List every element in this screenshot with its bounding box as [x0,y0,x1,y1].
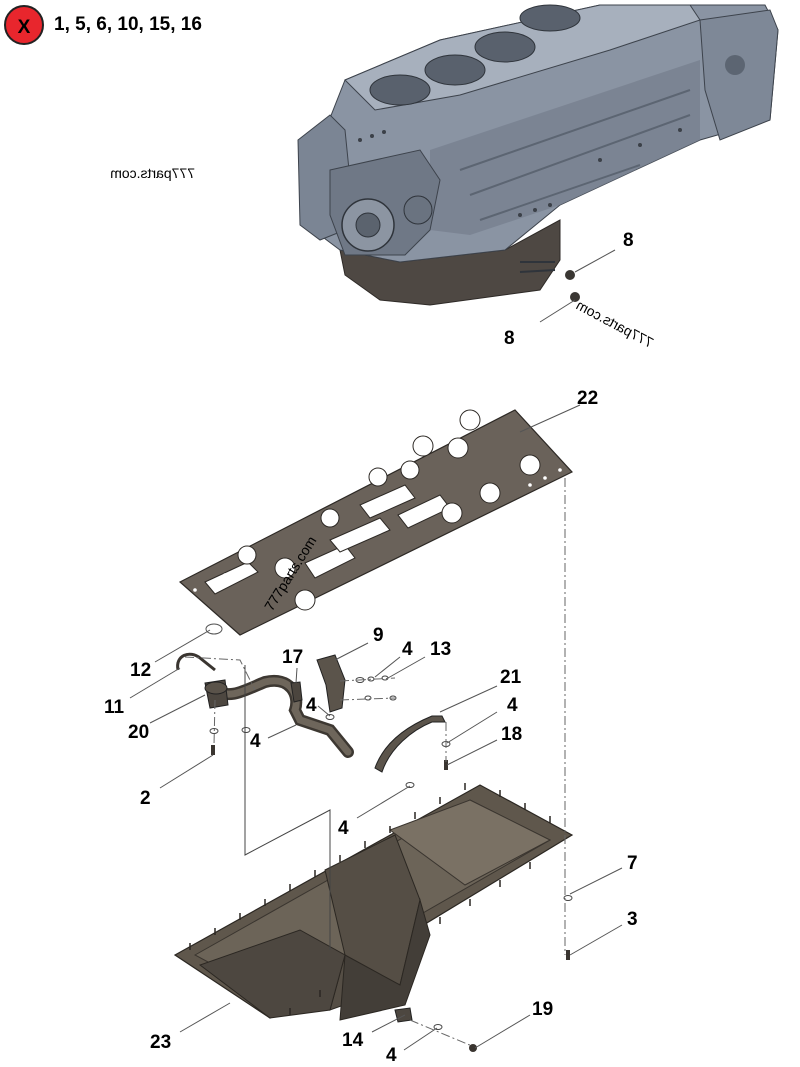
callout-3: 3 [627,909,638,930]
oil-pan-illustration [173,783,574,1023]
callout-labels: 8 8 22 9 4 13 17 12 11 20 4 4 21 4 18 2 … [104,230,638,1066]
callout-4-b: 4 [306,695,317,716]
engine-block-illustration [297,4,779,306]
clip-icon [176,652,216,672]
callout-14: 14 [342,1030,364,1051]
callout-4-c: 4 [250,731,261,752]
callout-4-f: 4 [386,1045,397,1066]
small-bracket-icon [290,681,303,703]
callout-7: 7 [627,853,638,874]
x-badge-icon [4,5,44,45]
strainer-icon [204,681,228,695]
bracket-icon [316,654,346,713]
callout-18: 18 [501,724,522,745]
callout-20: 20 [128,722,149,743]
watermark-1: 777parts.com [110,165,195,181]
o-ring-icon [205,623,223,635]
oil-pan-gasket-illustration [178,409,573,636]
callout-12: 12 [130,660,151,681]
callout-19: 19 [532,999,553,1020]
callout-22: 22 [577,388,598,409]
watermark-2: 777parts.com [574,297,656,351]
assembly-centerlines [184,478,566,1047]
drain-plug-lower-icon [570,292,580,302]
callout-21: 21 [500,667,522,688]
callout-leaders [129,249,623,1051]
callout-4-d: 4 [507,695,518,716]
callout-8-upper: 8 [623,230,634,251]
callout-17: 17 [282,647,303,668]
callout-23: 23 [150,1032,171,1053]
callout-9: 9 [373,625,384,646]
callout-11: 11 [104,697,125,718]
x-badge-letter: X [18,17,31,38]
drain-bracket-icon [394,1007,413,1023]
drain-plug-upper-icon [565,270,575,280]
callout-8-lower: 8 [504,328,515,349]
excluded-items-list: 1, 5, 6, 10, 15, 16 [54,14,202,35]
callout-13: 13 [430,639,451,660]
excluded-items-legend: X 1, 5, 6, 10, 15, 16 [4,5,202,45]
callout-4-e: 4 [338,818,349,839]
callout-2: 2 [140,788,151,809]
support-strap-icon [374,715,446,773]
callout-4-a: 4 [402,639,413,660]
